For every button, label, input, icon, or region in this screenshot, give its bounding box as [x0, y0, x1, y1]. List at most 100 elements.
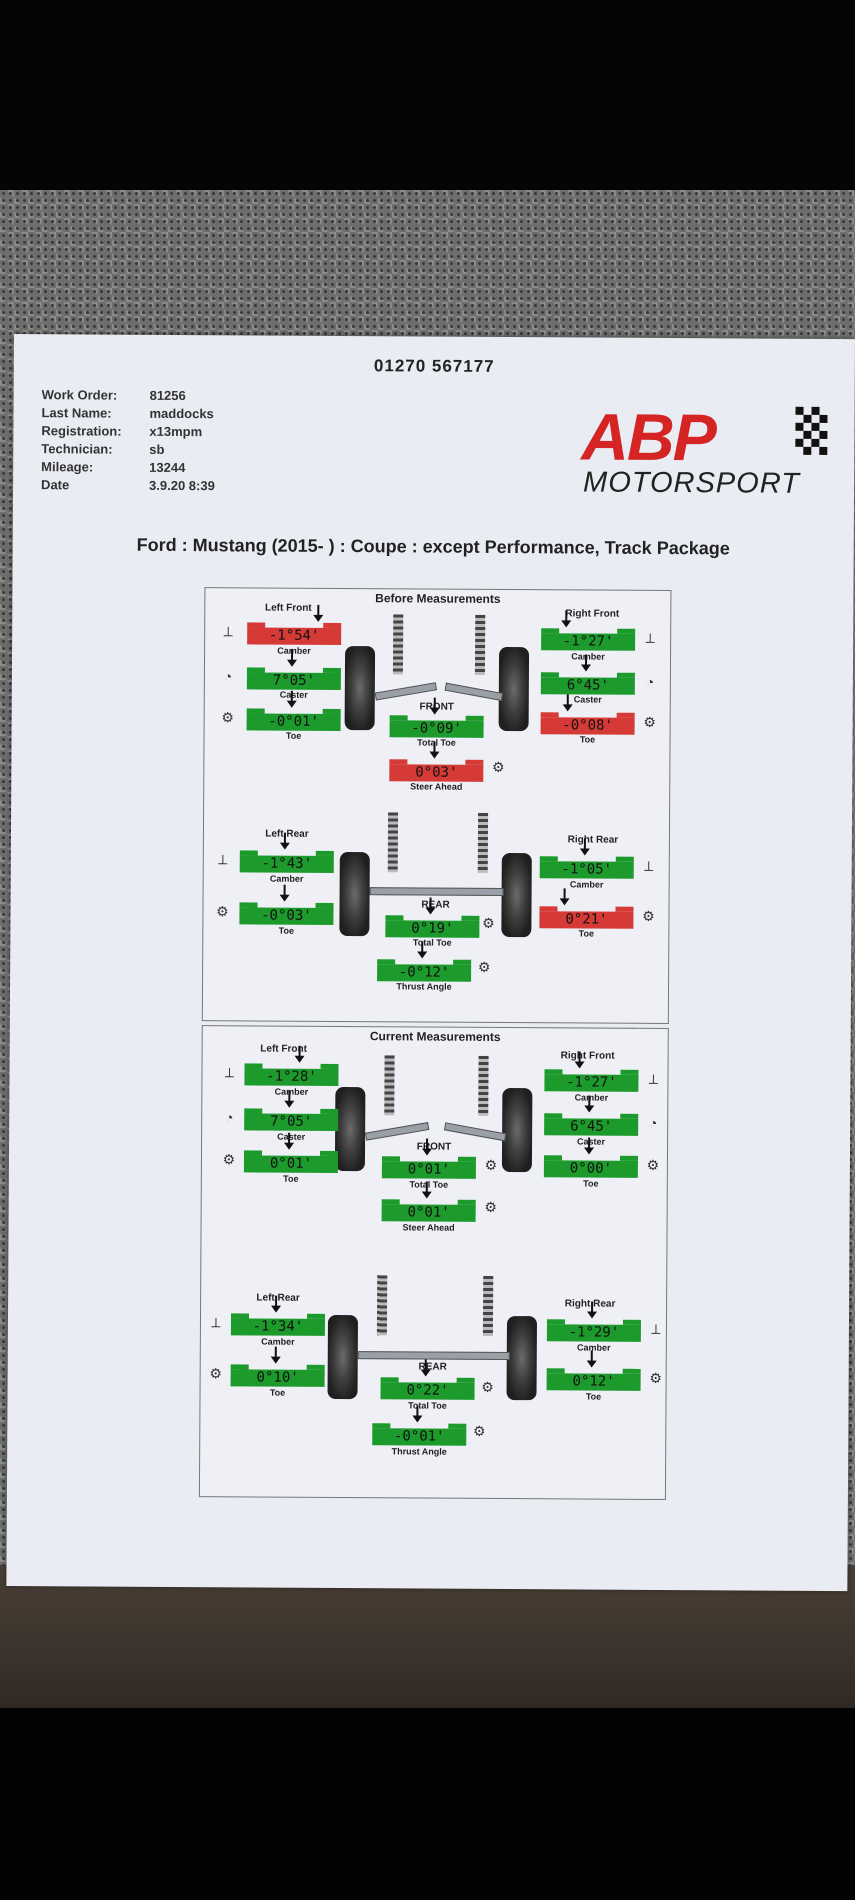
rear-axle-icon	[369, 887, 504, 897]
current-rear-total-toe-gauge: 0°22'	[380, 1359, 475, 1400]
before-steer-ahead-gauge: 0°03'	[389, 741, 484, 782]
front-left-strut-icon	[392, 614, 404, 675]
logo-sub-text: MOTORSPORT	[583, 466, 801, 499]
before-rr-camber-gauge: -1°05'	[539, 838, 634, 879]
rear-label: REAR	[418, 1361, 447, 1373]
rear-label: REAR	[421, 899, 450, 911]
toe-label: Toe	[578, 928, 595, 939]
camber-icon: ⟂	[218, 851, 228, 868]
info-value: 3.9.20 8:39	[149, 477, 215, 494]
logo-main-text: ABP	[579, 399, 718, 474]
gauge-value: 0°01'	[407, 1161, 451, 1178]
toe-label: Toe	[579, 734, 596, 745]
gauge-value: -1°34'	[252, 1318, 304, 1335]
before-lf-toe-gauge: -0°01'	[246, 690, 341, 732]
gauge-value: -1°54'	[268, 627, 320, 644]
camber-label: Camber	[274, 1086, 309, 1097]
gauge-value: -0°03'	[261, 907, 312, 924]
toe-icon: ⚙	[209, 1365, 222, 1382]
front-label: FRONT	[416, 1141, 452, 1153]
info-row: Last Name: maddocks	[41, 404, 215, 423]
current-rf-caster-gauge: 6°45'	[544, 1095, 639, 1136]
caster-icon: ◔	[648, 1114, 658, 1131]
toe-icon: ⚙	[484, 1156, 498, 1173]
toe-label: Toe	[285, 730, 302, 741]
camber-label: Camber	[269, 873, 304, 884]
toe-label: Toe	[585, 1391, 602, 1402]
info-label: Last Name:	[41, 405, 112, 421]
rear-right-strut-icon	[477, 812, 489, 873]
total-toe-label: Total Toe	[408, 1400, 447, 1411]
gauge-value: -1°27'	[566, 1074, 617, 1091]
info-value: sb	[149, 441, 165, 457]
gauge-value: 6°45'	[570, 1118, 613, 1135]
info-value: x13mpm	[149, 423, 203, 440]
camber-icon: ⟂	[223, 623, 233, 640]
current-lf-camber-gauge: -1°28'	[244, 1045, 339, 1086]
gauge-value: -1°29'	[568, 1324, 620, 1341]
before-rf-caster-gauge: 6°45'	[540, 654, 635, 695]
info-row: Mileage:13244	[41, 458, 215, 477]
gauge-value: -1°28'	[266, 1068, 317, 1085]
current-rr-toe-gauge: 0°12'	[546, 1350, 641, 1391]
toe-icon: ⚙	[221, 709, 234, 726]
info-label: Registration:	[41, 423, 122, 439]
toe-icon: ⚙	[642, 907, 655, 924]
info-label: Date	[41, 477, 70, 493]
front-right-strut-icon	[478, 1055, 489, 1116]
info-value: maddocks	[149, 405, 214, 422]
gauge-value: 7°05'	[270, 1113, 313, 1130]
gauge-value: 0°03'	[415, 764, 458, 781]
front-left-arm-icon	[374, 682, 438, 701]
front-left-arm-icon	[364, 1122, 430, 1141]
gauge-value: -0°08'	[562, 717, 613, 734]
before-measurements-panel: Before Measurements FRONT Left Front Rig…	[201, 587, 672, 1025]
camber-label: Camber	[277, 645, 311, 656]
camber-icon: ⟂	[211, 1314, 221, 1331]
gauge-value: -1°05'	[561, 861, 613, 878]
front-left-wheel-icon	[334, 1086, 366, 1172]
rear-left-strut-icon	[387, 812, 399, 873]
left-front-label: Left Front	[264, 602, 312, 614]
current-front-total-toe-gauge: 0°01'	[381, 1138, 476, 1179]
total-toe-label: Total Toe	[417, 737, 456, 748]
current-lr-toe-gauge: 0°10'	[230, 1346, 325, 1387]
left-front-label: Left Front	[260, 1043, 307, 1055]
rear-right-strut-icon	[482, 1275, 494, 1336]
thrust-angle-icon: ⚙	[477, 958, 491, 975]
toe-icon: ⚙	[222, 1151, 236, 1168]
rear-left-wheel-icon	[327, 1314, 359, 1400]
current-lr-camber-gauge: -1°34'	[230, 1295, 325, 1336]
checkered-flag-icon	[795, 406, 828, 455]
info-row: Date 3.9.20 8:39	[41, 476, 215, 495]
toe-icon: ⚙	[649, 1369, 662, 1386]
gauge-value: 7°05'	[272, 672, 316, 689]
before-rear-total-toe-gauge: 0°19'	[385, 897, 480, 938]
rear-right-wheel-icon	[501, 852, 532, 938]
toe-icon: ⚙	[482, 914, 495, 931]
info-row: Work Order:81256	[42, 386, 216, 405]
phone-number: 01270 567177	[373, 356, 495, 376]
current-measurements-panel: Current Measurements FRONT Left Front Ri…	[198, 1025, 669, 1501]
front-right-strut-icon	[474, 614, 486, 675]
total-toe-label: Total Toe	[409, 1179, 449, 1190]
toe-label: Toe	[269, 1387, 286, 1398]
rear-right-wheel-icon	[506, 1316, 538, 1401]
steer-ahead-icon: ⚙	[492, 758, 505, 776]
steer-ahead-label: Steer Ahead	[410, 781, 463, 792]
toe-icon: ⚙	[481, 1378, 494, 1395]
total-toe-label: Total Toe	[412, 937, 452, 948]
left-rear-label: Left Rear	[256, 1292, 300, 1304]
camber-icon: ⟂	[645, 629, 655, 646]
current-steer-ahead-gauge: 0°01'	[381, 1181, 476, 1222]
camber-label: Camber	[577, 1342, 611, 1353]
front-right-wheel-icon	[498, 646, 530, 732]
camber-icon: ⟂	[644, 857, 654, 874]
thrust-angle-icon: ⚙	[472, 1422, 486, 1439]
front-left-strut-icon	[384, 1055, 395, 1116]
gauge-value: -0°09'	[411, 720, 462, 737]
caster-label: Caster	[573, 694, 602, 705]
before-lr-toe-gauge: -0°03'	[239, 884, 334, 925]
info-label: Work Order:	[41, 387, 118, 403]
